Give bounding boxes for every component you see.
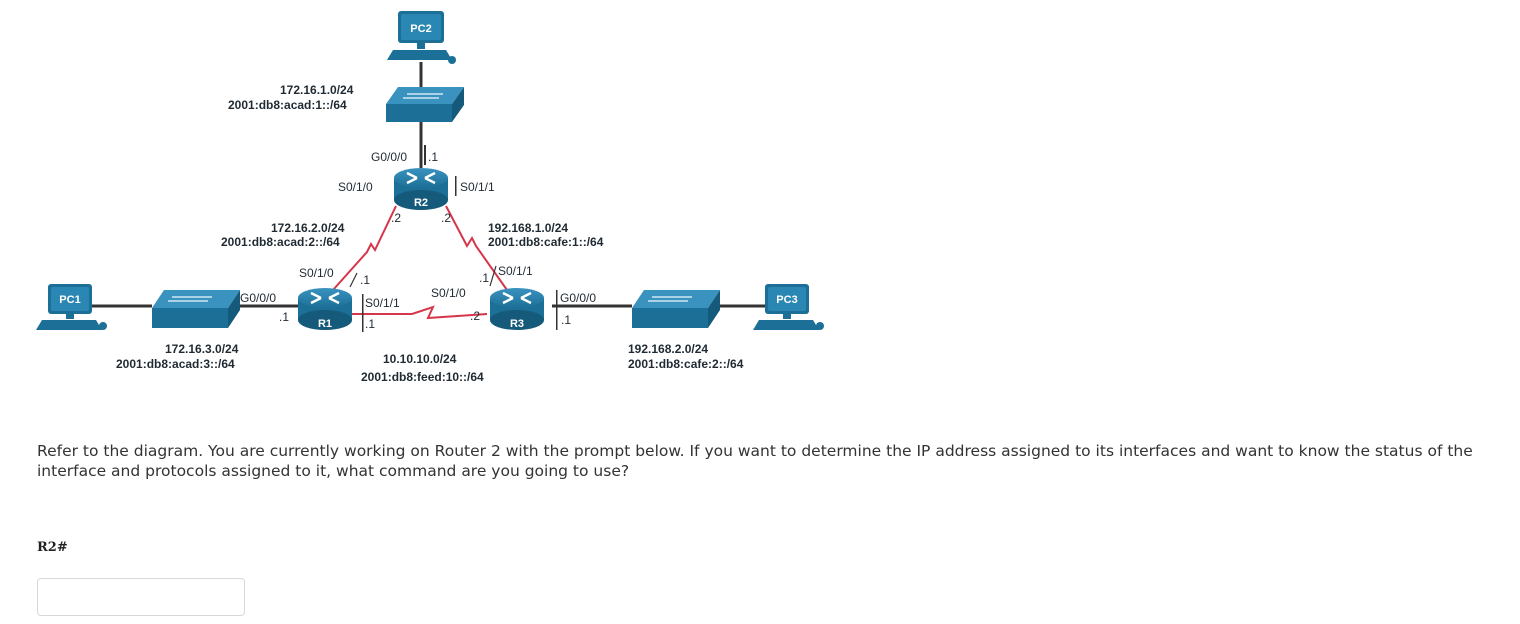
if-r3-s010: S0/1/0: [431, 286, 466, 300]
if-r2-s010-host: .2: [391, 211, 401, 225]
if-r3-g000: G0/0/0: [560, 291, 596, 305]
if-r2-s010: S0/1/0: [338, 180, 373, 194]
if-r1-g000: G0/0/0: [240, 291, 276, 305]
net-r1-r3-ipv4: 10.10.10.0/24: [383, 352, 457, 366]
net-lan-r2-ipv4: 172.16.1.0/24: [280, 83, 354, 97]
net-r2-r3-ipv6: 2001:db8:cafe:1::/64: [488, 235, 604, 249]
if-r1-s010: S0/1/0: [299, 266, 334, 280]
serial-link-r1-r3: [352, 305, 488, 320]
answer-input[interactable]: [37, 578, 245, 616]
switch-r3-lan[interactable]: [632, 290, 720, 328]
if-r1-g000-host: .1: [279, 310, 289, 324]
question-text: Refer to the diagram. You are currently …: [37, 442, 1473, 480]
serial-link-r2-r3: [445, 205, 508, 291]
pc3-device[interactable]: PC3: [753, 284, 824, 330]
network-labels: 172.16.1.0/24 2001:db8:acad:1::/64 172.1…: [116, 83, 744, 384]
r1-router[interactable]: R1: [298, 288, 352, 330]
r3-router[interactable]: R3: [490, 288, 544, 330]
router-prompt: R2#: [37, 540, 68, 555]
pc1-label: PC1: [59, 294, 80, 306]
r2-router[interactable]: R2: [394, 168, 448, 210]
net-lan-r2-ipv6: 2001:db8:acad:1::/64: [228, 98, 347, 112]
r3-label: R3: [510, 318, 524, 330]
switch-r2-lan[interactable]: [386, 87, 464, 122]
if-r1-s011-host: .1: [365, 317, 375, 331]
if-r3-s011-host: .1: [479, 271, 489, 285]
net-r1-r2-ipv4: 172.16.2.0/24: [271, 221, 345, 235]
switch-r1-lan[interactable]: [152, 290, 240, 328]
network-topology-diagram: PC2 PC1 PC3: [36, 11, 824, 384]
serial-links: [332, 205, 508, 320]
pc2-device[interactable]: PC2: [387, 11, 456, 64]
net-lan-r1-ipv4: 172.16.3.0/24: [165, 342, 239, 356]
if-r1-s010-host: .1: [360, 273, 370, 287]
if-r2-g000-host: .1: [428, 150, 438, 164]
net-r2-r3-ipv4: 192.168.1.0/24: [488, 221, 568, 235]
net-r1-r2-ipv6: 2001:db8:acad:2::/64: [221, 235, 340, 249]
if-r2-s011: S0/1/1: [460, 180, 495, 194]
serial-link-r1-r2: [332, 205, 397, 291]
net-lan-r3-ipv4: 192.168.2.0/24: [628, 342, 708, 356]
interface-labels: G0/0/0 .1 S0/1/0 S0/1/1 .2 .2 S0/1/0 .1 …: [240, 145, 596, 332]
net-lan-r1-ipv6: 2001:db8:acad:3::/64: [116, 357, 235, 371]
net-r1-r3-ipv6: 2001:db8:feed:10::/64: [361, 370, 484, 384]
pc1-device[interactable]: PC1: [36, 284, 107, 330]
if-r3-g000-host: .1: [561, 313, 571, 327]
if-r3-s011: S0/1/1: [498, 264, 533, 278]
pc3-label: PC3: [776, 294, 797, 306]
if-r2-s011-host: .2: [441, 211, 451, 225]
if-r2-g000: G0/0/0: [371, 150, 407, 164]
r2-label: R2: [414, 197, 428, 209]
r1-label: R1: [318, 318, 332, 330]
if-r3-s010-host: .2: [470, 309, 480, 323]
net-lan-r3-ipv6: 2001:db8:cafe:2::/64: [628, 357, 744, 371]
if-r1-s011: S0/1/1: [365, 296, 400, 310]
pc2-label: PC2: [410, 23, 431, 35]
